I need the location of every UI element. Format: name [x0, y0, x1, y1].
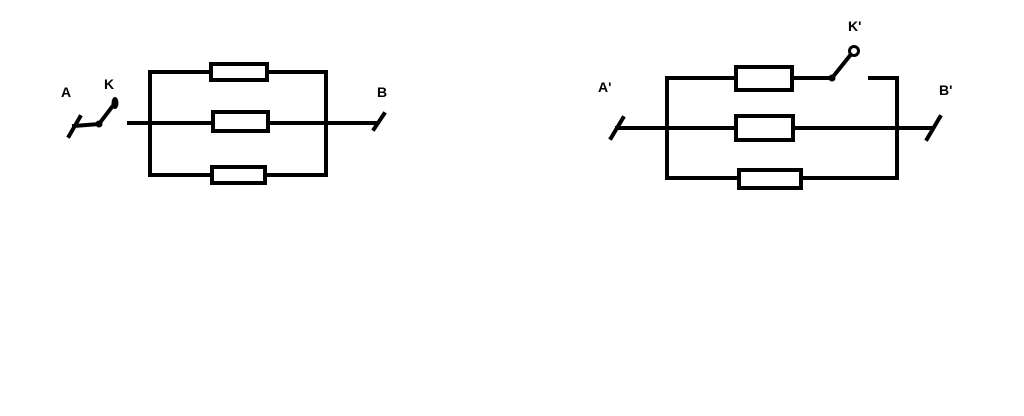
- right-terminal-b-tick: [924, 114, 943, 142]
- left-resistor-top: [209, 62, 269, 82]
- left-terminal-a-label: A: [61, 84, 71, 100]
- left-switch-k-label: K: [104, 76, 114, 92]
- left-switch-k-pivot: [95, 120, 103, 128]
- left-terminal-b-tick: [371, 111, 387, 132]
- right-switch-k-blade: [829, 50, 855, 81]
- right-switch-k-contact: [848, 45, 860, 57]
- right-switch-k-pivot: [828, 74, 836, 82]
- right-resistor-top: [734, 65, 794, 92]
- right-resistor-bottom: [737, 168, 803, 190]
- left-resistor-middle: [211, 110, 270, 133]
- left-lead-a: [71, 121, 102, 129]
- right-resistor-middle: [734, 114, 795, 142]
- right-circuit: A' K' B': [598, 18, 952, 190]
- right-terminal-a-label: A': [598, 79, 611, 95]
- left-resistor-bottom: [210, 165, 267, 185]
- left-circuit: A K B: [61, 62, 387, 185]
- left-terminal-b-label: B: [377, 84, 387, 100]
- right-terminal-b-label: B': [939, 82, 952, 98]
- left-switch-k-contact: [111, 97, 119, 109]
- right-switch-k-label: K': [848, 18, 861, 34]
